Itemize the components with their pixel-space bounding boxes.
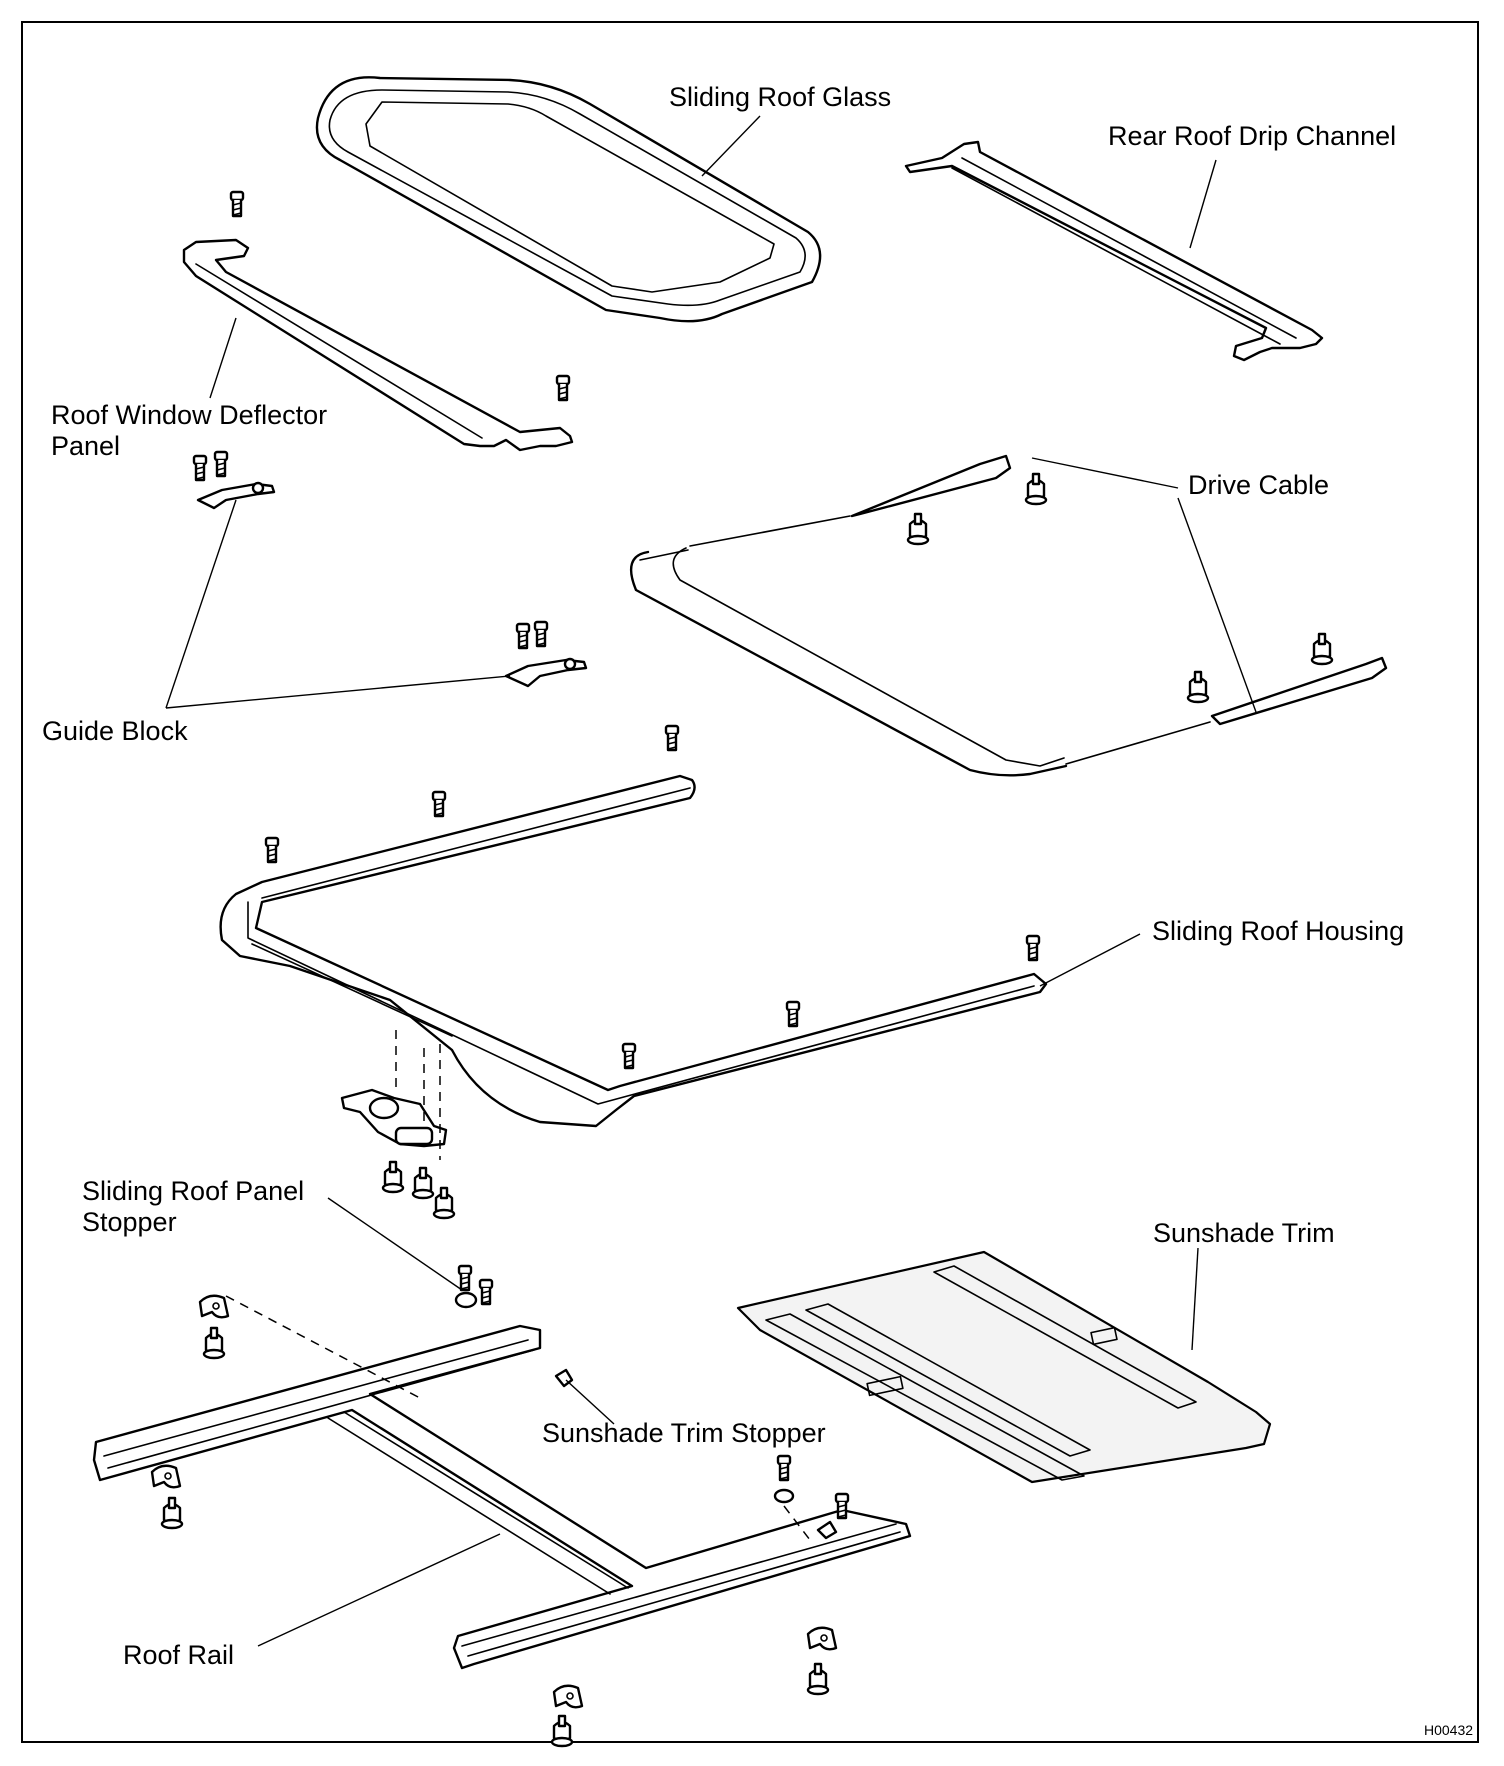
clip	[816, 1520, 838, 1540]
label-sliding-roof-panel-stopper: Sliding Roof Panel Stopper	[82, 1176, 304, 1238]
rear-roof-drip-channel	[904, 140, 1324, 362]
bolt-icon	[229, 190, 245, 218]
guide-line	[783, 1505, 811, 1541]
bolt-icon	[785, 1000, 801, 1028]
label-drive-cable: Drive Cable	[1188, 470, 1330, 500]
bracket-icon	[198, 1294, 230, 1319]
guide-block-upper	[196, 481, 276, 510]
nut-icon	[202, 1326, 226, 1360]
bolt-icon	[621, 1042, 637, 1070]
leader-line	[327, 1197, 463, 1291]
label-sunshade-trim-stopper: Sunshade Trim Stopper	[542, 1418, 826, 1448]
sliding-roof-panel-stopper	[454, 1291, 478, 1309]
bolt-icon	[457, 1264, 473, 1292]
bolt-icon	[555, 374, 571, 402]
bracket-icon	[806, 1626, 838, 1651]
sunshade-trim	[736, 1250, 1272, 1484]
label-guide-block: Guide Block	[42, 716, 188, 746]
nut-icon	[432, 1186, 456, 1220]
label-line: Sliding Roof Panel	[82, 1176, 305, 1206]
leader-line	[1177, 497, 1257, 713]
sliding-roof-motor	[340, 1088, 448, 1148]
bolt-icon	[515, 622, 531, 650]
leader-line	[165, 675, 511, 709]
bolt-icon	[533, 620, 549, 648]
sliding-roof-housing	[219, 774, 1048, 1128]
washer	[773, 1488, 795, 1504]
bolt-icon	[776, 1454, 792, 1482]
nut-icon	[1310, 632, 1334, 666]
drive-cable	[629, 454, 1388, 777]
leader-line	[165, 499, 237, 709]
nut-icon	[806, 1662, 830, 1696]
label-line: Roof Window Deflector	[51, 400, 328, 430]
leader-line	[1039, 933, 1141, 987]
nut-icon	[1186, 670, 1210, 704]
guide-line	[225, 1295, 421, 1399]
bolt-icon	[1025, 934, 1041, 962]
figure-code: H00432	[1424, 1722, 1474, 1738]
bolt-icon	[664, 724, 680, 752]
leader-line	[257, 1533, 501, 1647]
nut-icon	[1024, 472, 1048, 506]
nut-icon	[381, 1160, 405, 1194]
roof-window-deflector-panel	[182, 238, 574, 452]
nut-icon	[550, 1714, 574, 1748]
leader-line	[209, 317, 237, 399]
label-line: Stopper	[82, 1207, 177, 1237]
label-sliding-roof-housing: Sliding Roof Housing	[1152, 916, 1405, 946]
bolt-icon	[431, 790, 447, 818]
guide-block-lower	[504, 657, 588, 688]
bracket-icon	[150, 1464, 182, 1489]
label-line: Panel	[51, 431, 121, 461]
roof-rail	[92, 1324, 912, 1670]
bracket-icon	[552, 1684, 584, 1709]
label-sliding-roof-glass: Sliding Roof Glass	[669, 82, 892, 112]
label-sunshade-trim: Sunshade Trim	[1153, 1218, 1335, 1248]
nut-icon	[411, 1166, 435, 1200]
bolt-icon	[834, 1492, 850, 1520]
label-rear-roof-drip-channel: Rear Roof Drip Channel	[1108, 121, 1397, 151]
leader-line	[701, 115, 761, 177]
bolt-icon	[478, 1278, 494, 1306]
leader-line	[1191, 1247, 1199, 1351]
bolt-icon	[264, 836, 280, 864]
sliding-roof-glass	[315, 76, 822, 323]
leader-line	[1189, 159, 1217, 249]
label-roof-window-deflector-panel: Roof Window Deflector Panel	[51, 400, 327, 462]
leader-line	[1031, 457, 1179, 489]
leader-line	[565, 1379, 615, 1425]
nut-icon	[160, 1496, 184, 1530]
nut-icon	[906, 512, 930, 546]
label-roof-rail: Roof Rail	[123, 1640, 235, 1670]
